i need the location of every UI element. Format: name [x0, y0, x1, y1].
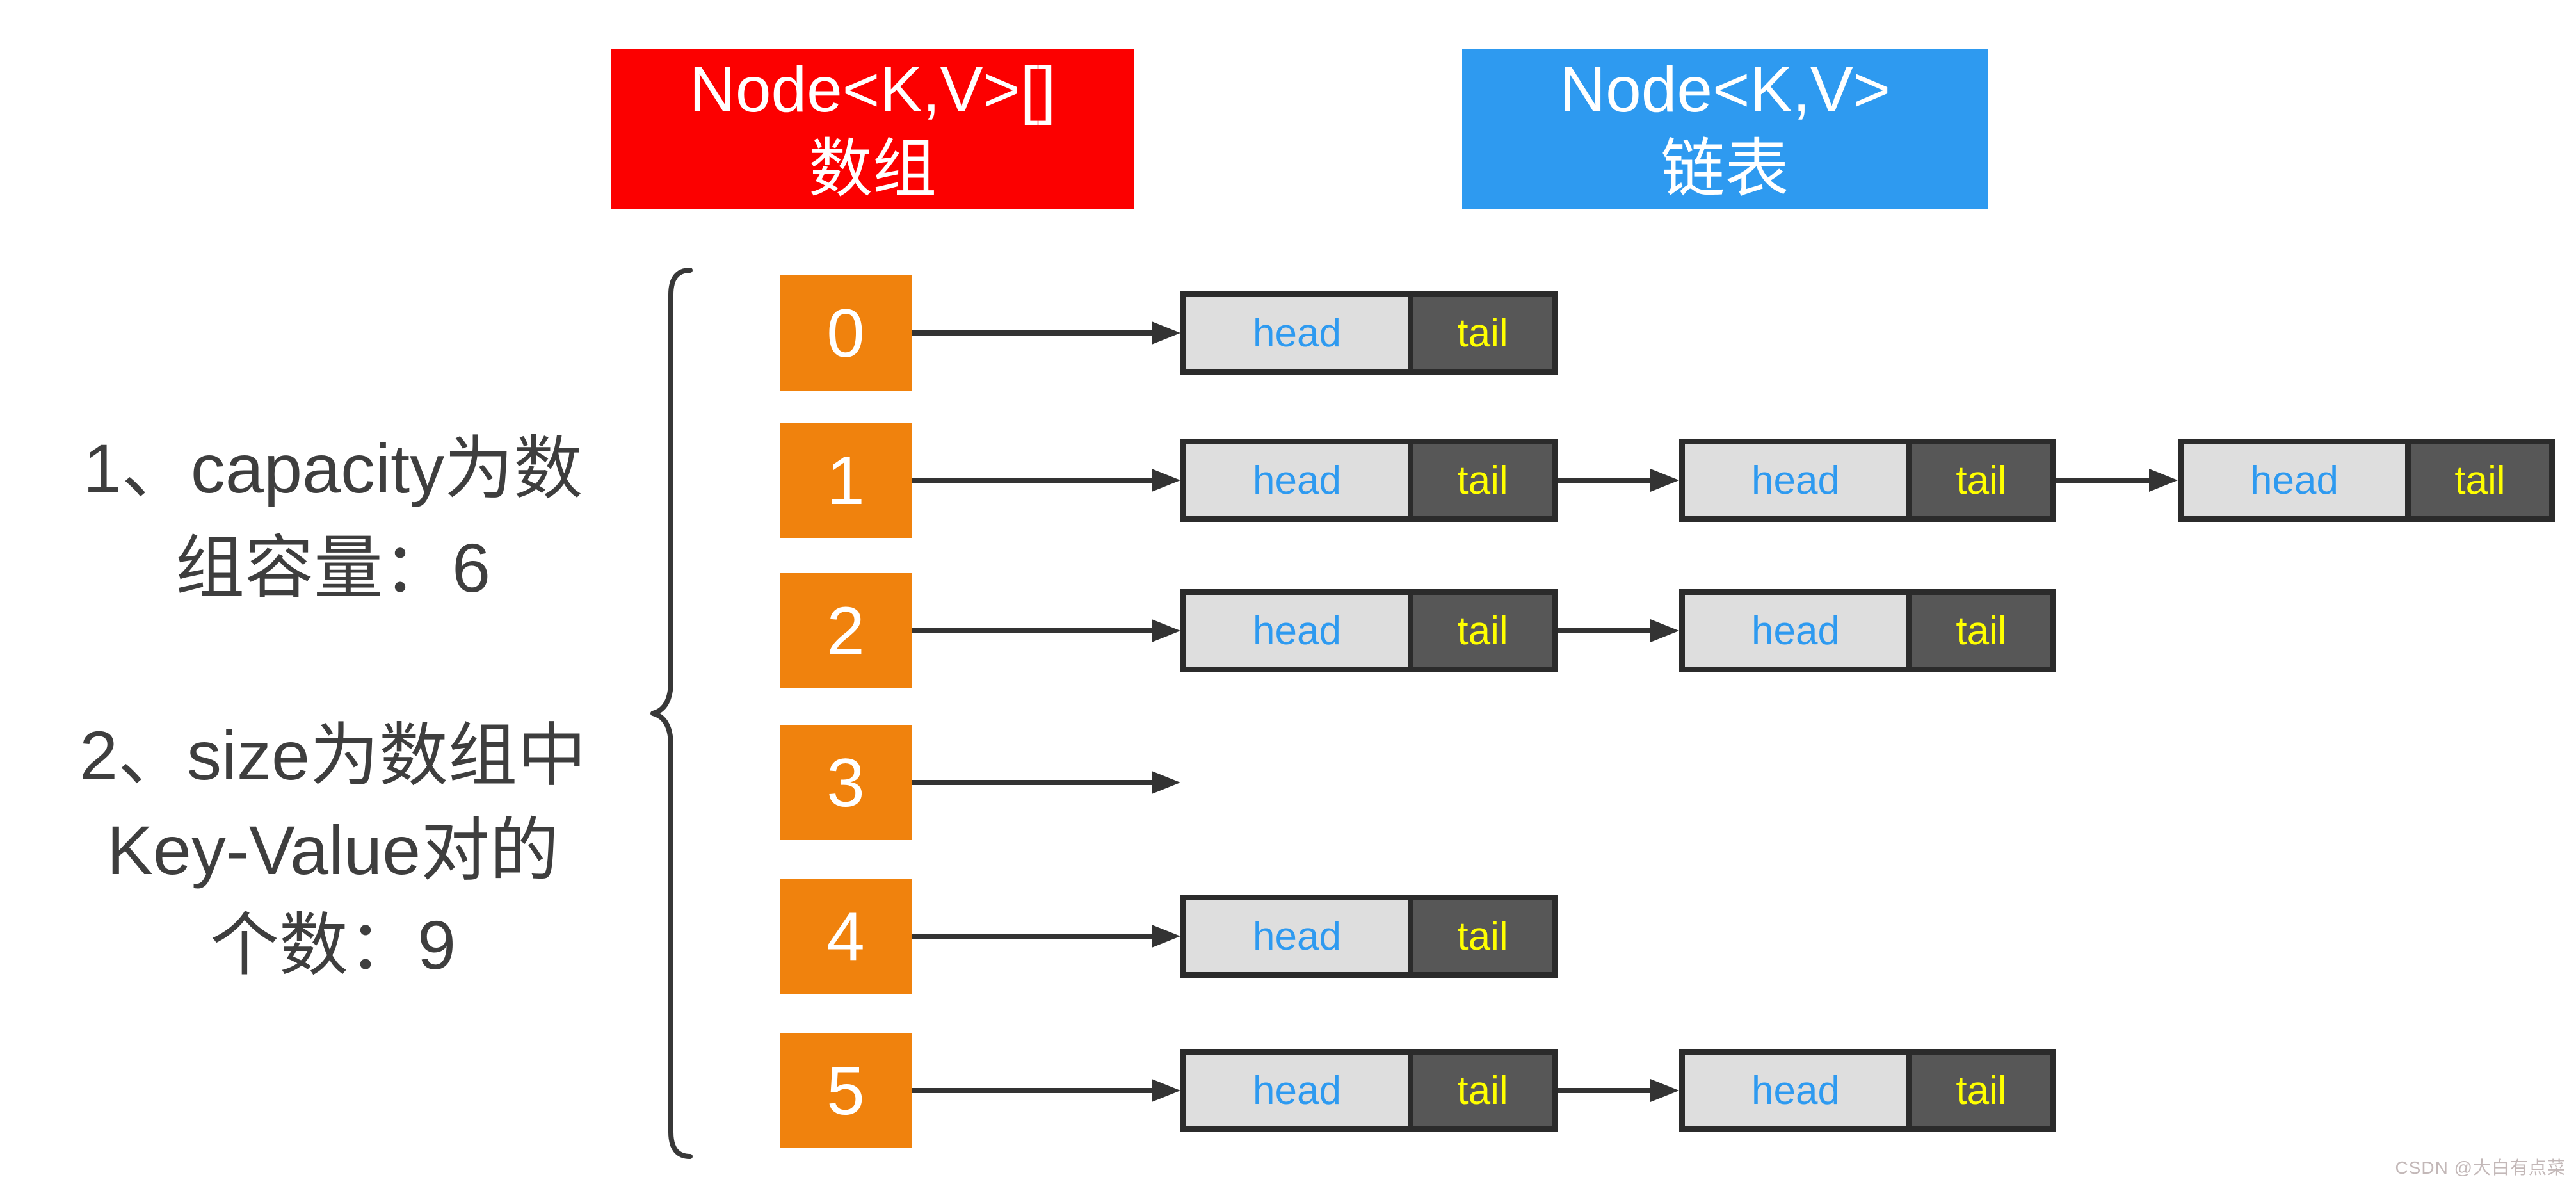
arrow-shaft — [912, 478, 1157, 483]
note-size-line: Key-Value对的 — [106, 811, 559, 889]
arrow-tip — [1650, 469, 1679, 492]
bucket-index: 5 — [826, 1052, 865, 1129]
node-tail-cell: tail — [1413, 444, 1552, 516]
node-chain — [912, 706, 1180, 859]
linked-list-node: head tail — [1180, 589, 1558, 672]
bucket-row: 0 head tail — [0, 257, 2576, 409]
arrow-right-icon — [1558, 619, 1679, 642]
linked-list-node: head tail — [1180, 1049, 1558, 1132]
arrow-right-icon — [912, 619, 1180, 642]
bucket-cell: 1 — [780, 423, 912, 538]
node-chain: head tail — [912, 860, 1558, 1012]
arrow-tip — [1152, 925, 1180, 948]
node-head-cell: head — [1186, 297, 1408, 369]
linked-list-node: head tail — [2178, 439, 2555, 522]
note-capacity: 1、capacity为数 组容量：6 — [19, 419, 647, 617]
linked-list-node: head tail — [1679, 439, 2056, 522]
arrow-shaft — [912, 780, 1157, 785]
arrow-right-icon — [1558, 1079, 1679, 1102]
bucket-index: 4 — [826, 898, 865, 975]
bucket-cell: 3 — [780, 725, 912, 840]
note-size-line: 2、size为数组中 — [79, 717, 587, 794]
node-tail-cell: tail — [1413, 595, 1552, 667]
arrow-tip — [1152, 1079, 1180, 1102]
node-chain: head tail head tail head tail — [912, 404, 2555, 556]
arrow-shaft — [1558, 478, 1656, 483]
arrow-tip — [1152, 469, 1180, 492]
node-chain: head tail head tail — [912, 555, 2056, 707]
bucket-row: 5 head tail head tail — [0, 1014, 2576, 1167]
bucket-row: 3 — [0, 706, 2576, 859]
node-head-cell: head — [1186, 595, 1408, 667]
bucket-row: 1 head tail head tail head tail — [0, 404, 2576, 556]
linked-list-header: Node<K,V> 链表 — [1462, 49, 1988, 209]
bucket-row: 2 head tail head tail — [0, 555, 2576, 707]
node-head-cell: head — [1685, 444, 1906, 516]
arrow-right-icon — [912, 925, 1180, 948]
arrow-shaft — [912, 934, 1157, 939]
note-capacity-line: 1、capacity为数 — [83, 430, 583, 507]
arrow-shaft — [912, 628, 1157, 633]
node-tail-cell: tail — [1912, 1055, 2050, 1126]
node-head-cell: head — [1186, 444, 1408, 516]
linked-list-node: head tail — [1180, 895, 1558, 978]
node-tail-cell: tail — [1413, 297, 1552, 369]
linked-list-node: head tail — [1679, 1049, 2056, 1132]
arrow-right-icon — [912, 1079, 1180, 1102]
arrow-right-icon — [1558, 469, 1679, 492]
node-head-cell: head — [1186, 1055, 1408, 1126]
bucket-cell: 4 — [780, 879, 912, 994]
bucket-index: 1 — [826, 442, 865, 519]
bucket-cell: 5 — [780, 1033, 912, 1148]
bucket-index: 0 — [826, 295, 865, 371]
node-chain: head tail head tail — [912, 1014, 2056, 1167]
linked-list-header-title: Node<K,V> — [1559, 53, 1891, 126]
node-head-cell: head — [1685, 1055, 1906, 1126]
note-capacity-line: 组容量：6 — [175, 529, 491, 606]
arrow-shaft — [912, 1088, 1157, 1093]
linked-list-node: head tail — [1180, 291, 1558, 375]
watermark-text: CSDN @大白有点菜 — [2395, 1158, 2566, 1178]
node-head-cell: head — [1186, 900, 1408, 972]
bucket-index: 2 — [826, 592, 865, 669]
arrow-tip — [1152, 771, 1180, 794]
arrow-shaft — [2056, 478, 2155, 483]
arrow-shaft — [912, 330, 1157, 336]
node-tail-cell: tail — [1912, 595, 2050, 667]
node-tail-cell: tail — [2411, 444, 2549, 516]
arrow-tip — [1650, 1079, 1679, 1102]
note-size-line: 个数：9 — [209, 906, 456, 984]
node-head-cell: head — [1685, 595, 1906, 667]
bucket-row: 4 head tail — [0, 860, 2576, 1012]
arrow-tip — [1152, 321, 1180, 345]
arrow-shaft — [1558, 628, 1656, 633]
linked-list-node: head tail — [1180, 439, 1558, 522]
arrow-shaft — [1558, 1088, 1656, 1093]
node-tail-cell: tail — [1413, 1055, 1552, 1126]
array-header-subtitle: 数组 — [809, 133, 937, 205]
arrow-tip — [1650, 619, 1679, 642]
array-header: Node<K,V>[] 数组 — [611, 49, 1134, 209]
linked-list-node: head tail — [1679, 589, 2056, 672]
arrow-right-icon — [912, 469, 1180, 492]
curly-brace-icon — [650, 268, 693, 1159]
array-header-title: Node<K,V>[] — [689, 53, 1056, 126]
node-chain: head tail — [912, 257, 1558, 409]
bucket-cell: 0 — [780, 275, 912, 391]
note-size: 2、size为数组中 Key-Value对的 个数：9 — [19, 708, 647, 993]
arrow-right-icon — [912, 321, 1180, 345]
node-tail-cell: tail — [1413, 900, 1552, 972]
linked-list-header-subtitle: 链表 — [1661, 133, 1789, 205]
bucket-cell: 2 — [780, 573, 912, 688]
arrow-tip — [1152, 619, 1180, 642]
node-tail-cell: tail — [1912, 444, 2050, 516]
bucket-index: 3 — [826, 744, 865, 821]
arrow-right-icon — [2056, 469, 2178, 492]
arrow-right-icon — [912, 771, 1180, 794]
node-head-cell: head — [2184, 444, 2405, 516]
arrow-tip — [2149, 469, 2178, 492]
